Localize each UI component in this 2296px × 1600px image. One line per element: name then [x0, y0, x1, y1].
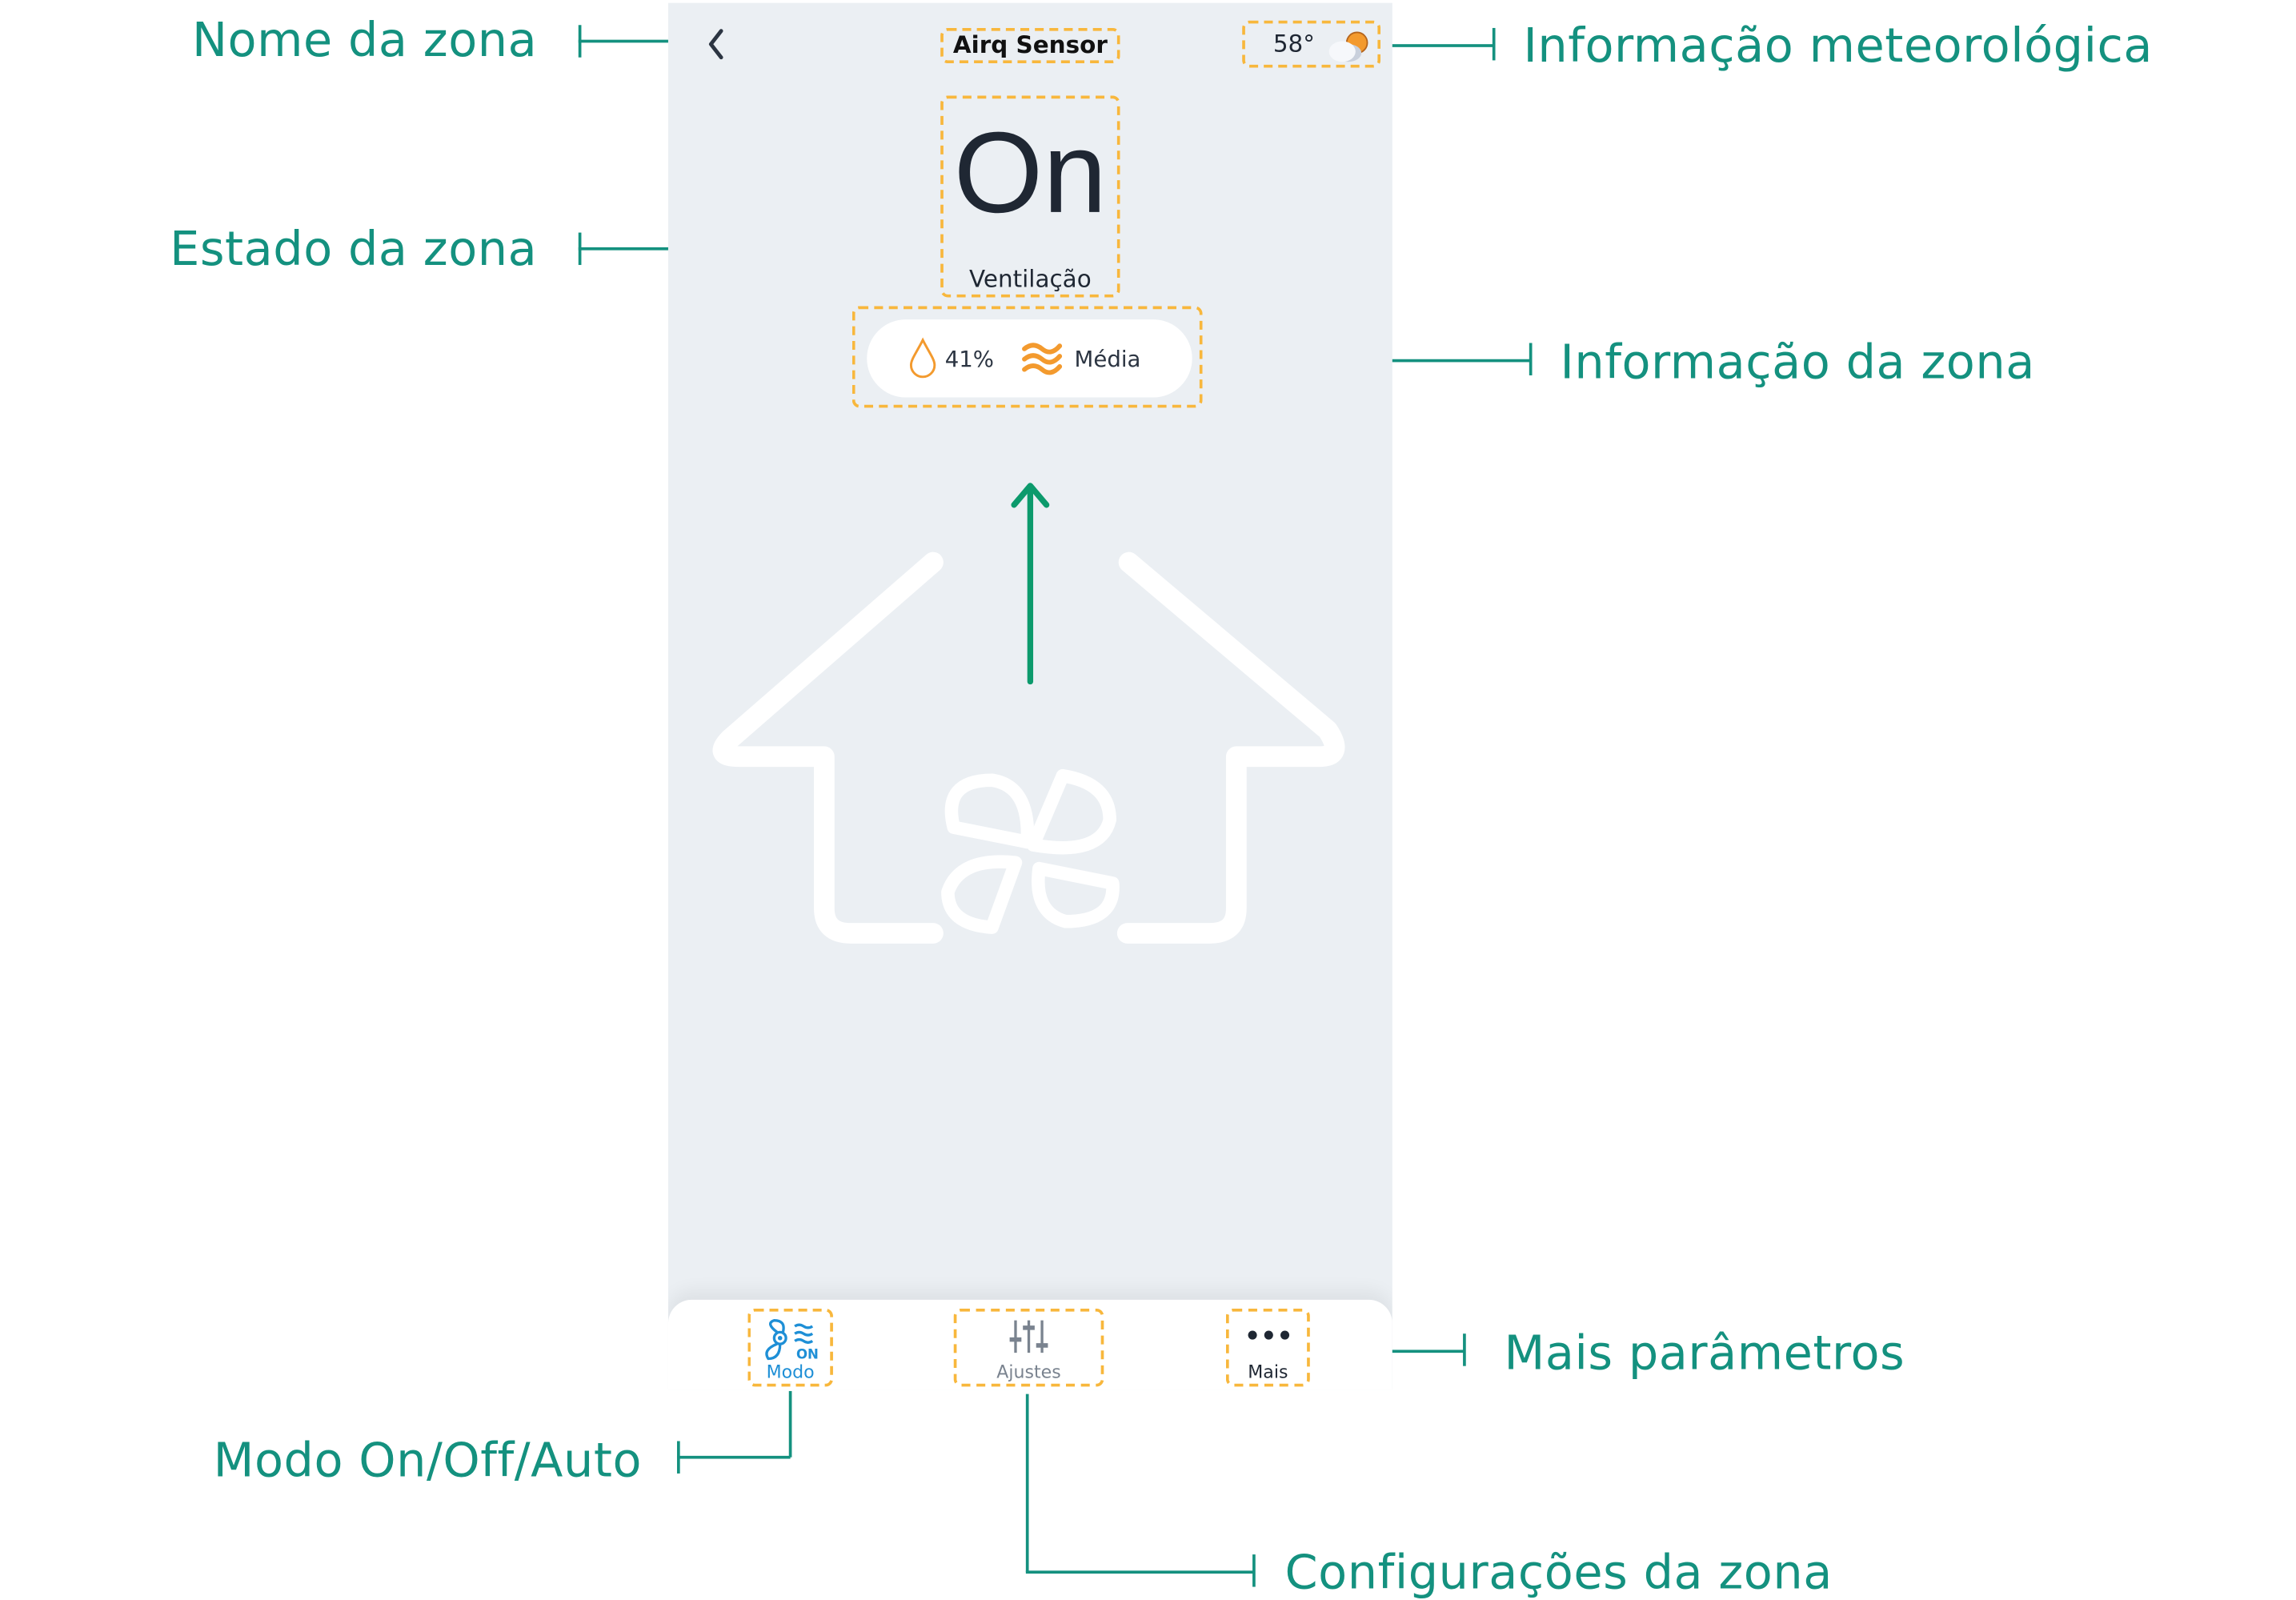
annotation-mode: Modo On/Off/Auto — [213, 1432, 643, 1489]
settings-highlight — [953, 1308, 1104, 1387]
tab-modo[interactable]: ON Modo — [747, 1309, 833, 1386]
annotation-zone-name: Nome da zona — [191, 11, 538, 68]
fan-on-icon: ON — [765, 1319, 819, 1361]
partly-cloudy-icon — [1328, 31, 1368, 62]
air-quality-value: Média — [1074, 346, 1141, 373]
more-dots-icon — [1248, 1330, 1290, 1340]
leader-line — [1392, 359, 1531, 362]
leader-line — [1025, 1393, 1028, 1573]
zone-info-pill: 41% Média — [867, 319, 1192, 398]
tab-mais-label: Mais — [1248, 1361, 1288, 1382]
zone-name-highlight — [940, 27, 1120, 64]
leader-tick — [1463, 1333, 1465, 1366]
bottom-tab-bar: ON Modo Ajustes Mais — [667, 1299, 1392, 1390]
fan-icon — [941, 768, 1120, 934]
leader-tick — [1529, 343, 1532, 375]
tab-ajustes-label: Ajustes — [996, 1361, 1061, 1382]
mode-highlight — [747, 1308, 833, 1387]
tab-ajustes[interactable]: Ajustes — [954, 1309, 1104, 1386]
air-quality-waves-icon — [1022, 343, 1063, 375]
ventilation-arrow-icon — [1011, 483, 1050, 685]
tab-modo-label: Modo — [766, 1361, 815, 1382]
leader-line — [1025, 1570, 1254, 1574]
zone-mode: Ventilação — [968, 265, 1092, 293]
house-fan-illustration — [712, 483, 1345, 944]
house-outline-icon — [712, 551, 1345, 944]
leader-line — [578, 247, 668, 250]
zone-name: Airq Sensor — [952, 30, 1108, 59]
zone-state-highlight — [940, 95, 1120, 298]
leader-tick — [676, 1441, 679, 1474]
leader-tick — [578, 232, 581, 266]
weather-highlight — [1242, 20, 1381, 68]
leader-line — [1392, 44, 1494, 46]
leader-line — [676, 1455, 791, 1458]
annotation-weather-info: Informação meteorológica — [1523, 18, 2153, 74]
annotation-more-params: Mais parâmetros — [1504, 1325, 1905, 1381]
sliders-icon — [1009, 1320, 1048, 1353]
back-chevron-icon[interactable] — [703, 26, 727, 62]
zone-info-highlight — [851, 306, 1203, 408]
zone-state: On — [953, 107, 1108, 238]
leader-line — [578, 39, 668, 42]
annotation-zone-settings: Configurações da zona — [1284, 1544, 1833, 1600]
annotation-zone-info: Informação da zona — [1560, 334, 2035, 391]
svg-text:ON: ON — [796, 1346, 819, 1361]
tab-mais[interactable]: Mais — [1226, 1309, 1310, 1386]
leader-tick — [578, 25, 581, 58]
annotation-zone-state: Estado da zona — [170, 220, 538, 277]
zone-screen: Airq Sensor 58° On Ventilação 41% Média — [667, 2, 1392, 1390]
humidity-value: 41% — [944, 346, 995, 373]
more-highlight — [1225, 1308, 1310, 1387]
leader-tick — [1492, 27, 1495, 61]
weather-temperature: 58° — [1272, 29, 1315, 58]
humidity-drop-icon — [909, 337, 936, 379]
leader-tick — [1252, 1554, 1255, 1587]
leader-line — [1392, 1349, 1465, 1353]
leader-line — [788, 1390, 791, 1458]
